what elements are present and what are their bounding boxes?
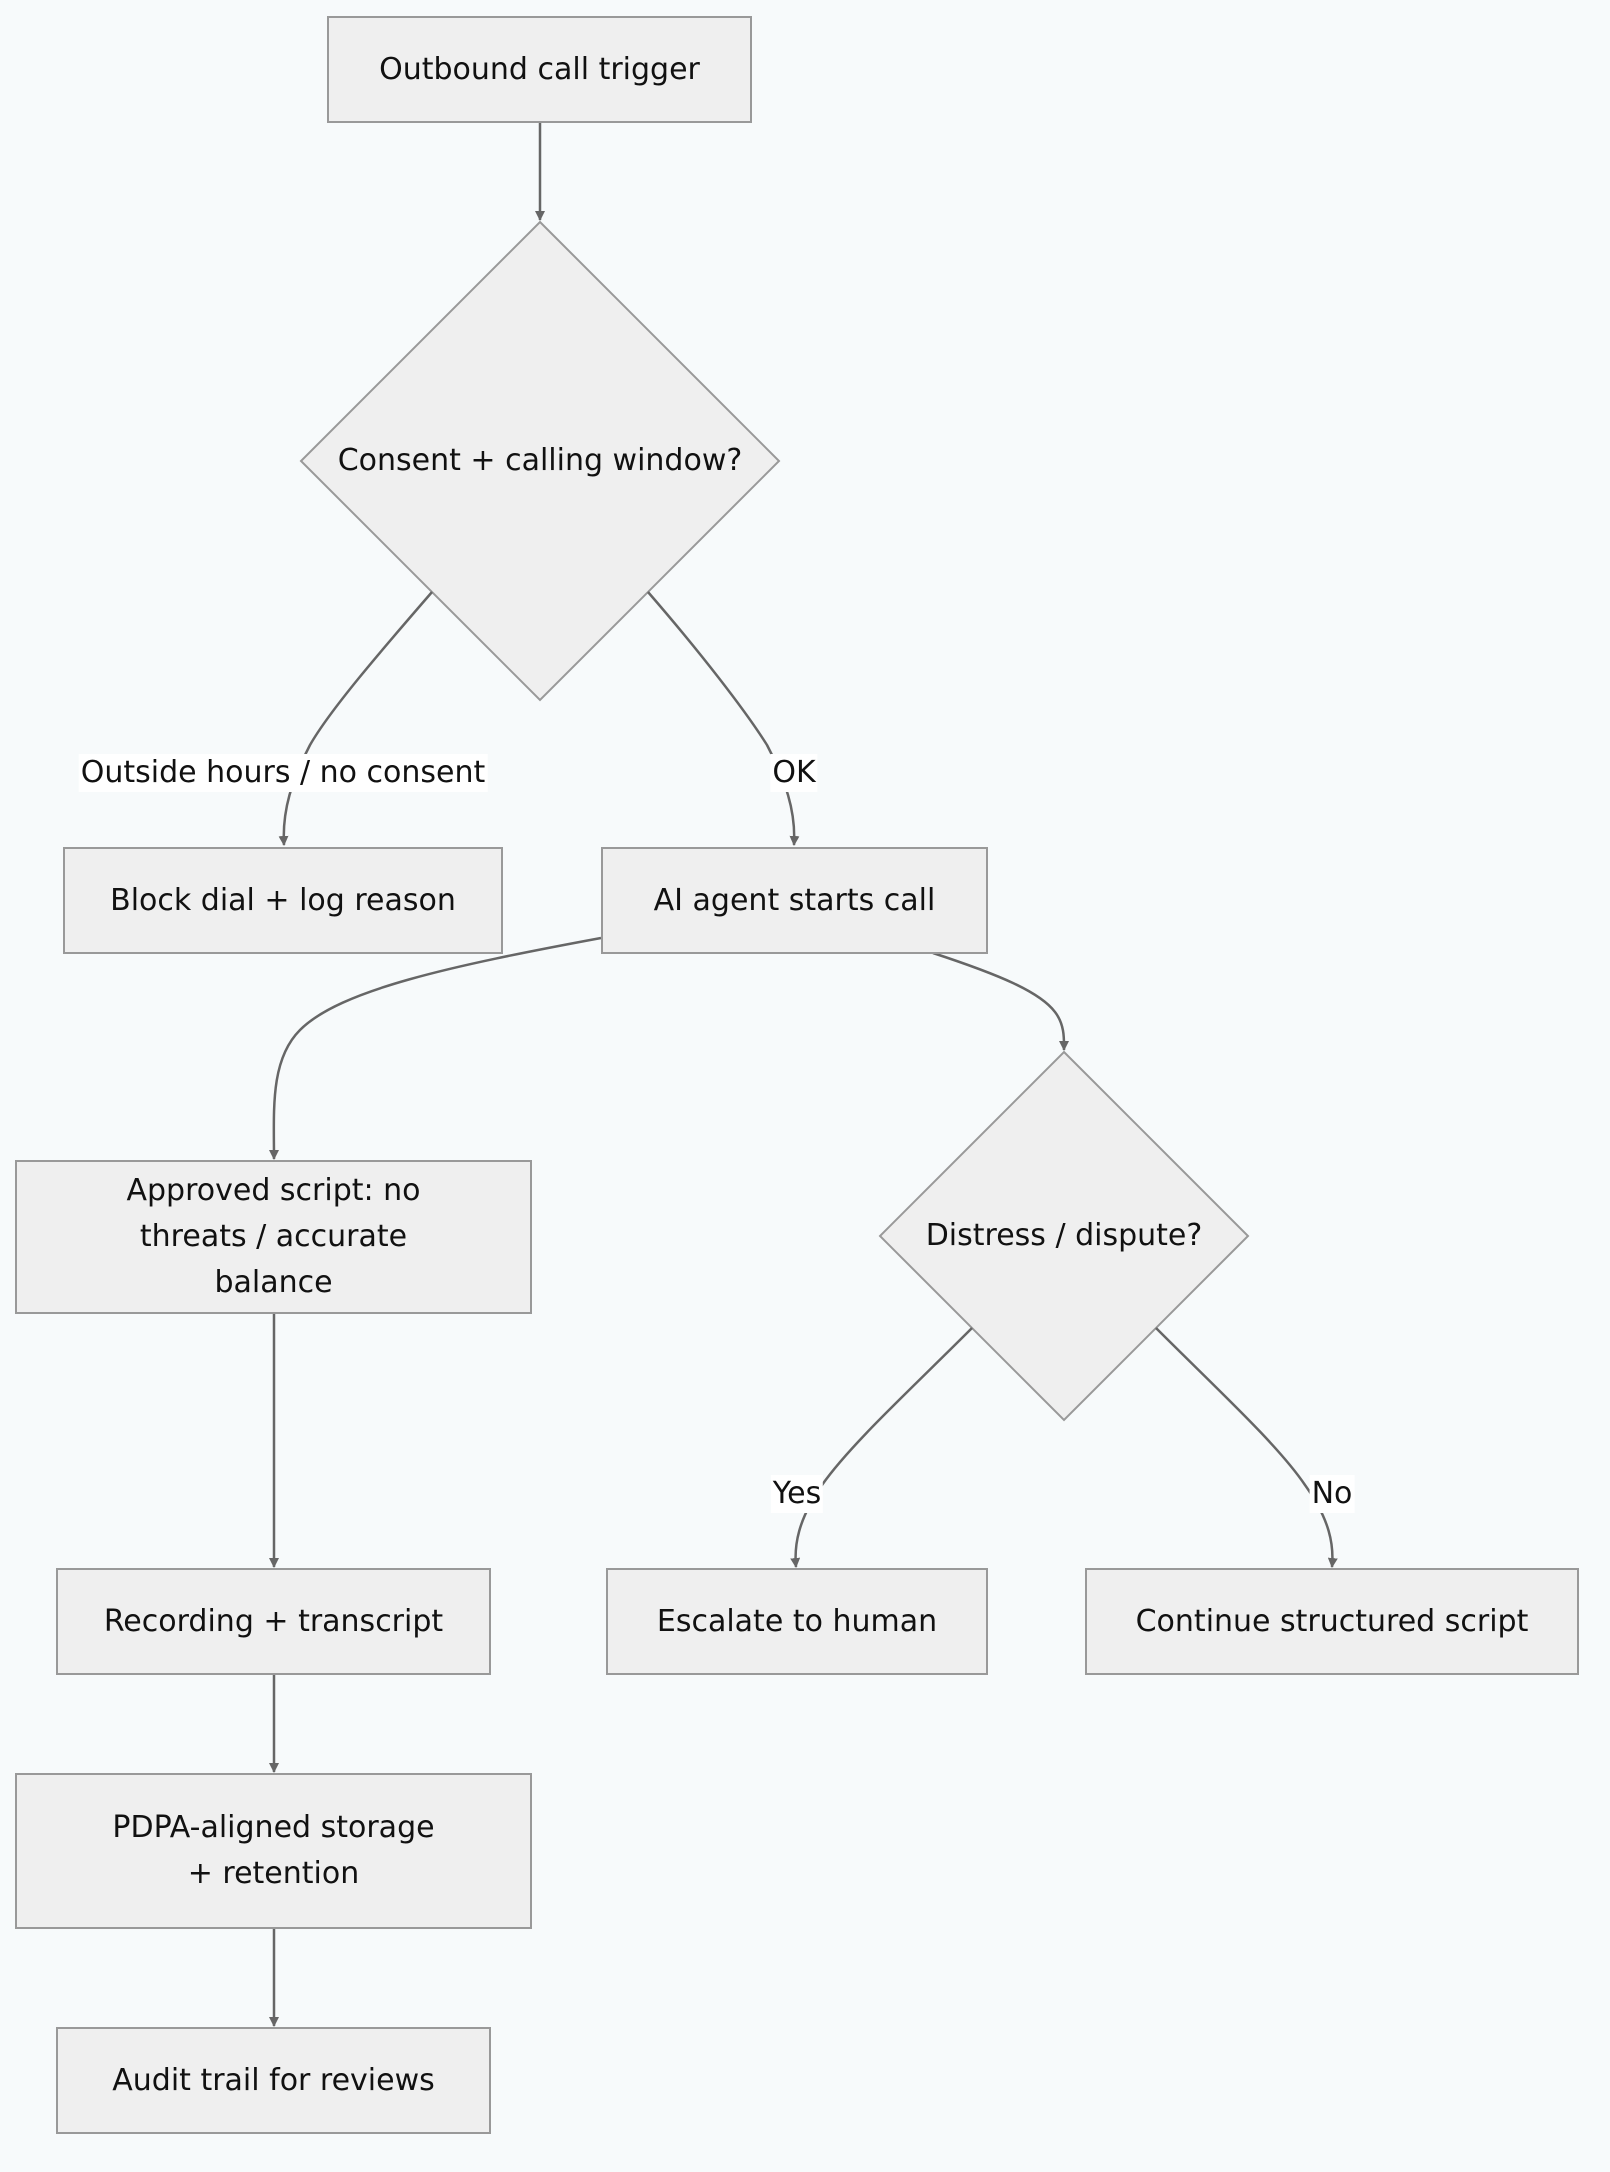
edge-distress-to-continue <box>1155 1327 1338 1568</box>
edge-label-yes: Yes <box>770 1475 824 1513</box>
edge-agent-to-distress <box>932 951 1070 1051</box>
node-consent-calling-window: Consent + calling window? <box>301 431 779 491</box>
node-continue-structured-script-label: Continue structured script <box>1135 1603 1529 1639</box>
node-continue-structured-script: Continue structured script <box>1085 1568 1579 1675</box>
node-pdpa-storage-label: PDPA-aligned storage + retention <box>112 1810 435 1891</box>
node-escalate-to-human-label: Escalate to human <box>656 1603 938 1639</box>
node-audit-trail-label: Audit trail for reviews <box>112 2062 435 2098</box>
edge-label-no: No <box>1309 1475 1355 1513</box>
edge-consent-to-agent <box>647 591 800 846</box>
node-outbound-call-trigger-label: Outbound call trigger <box>379 51 700 87</box>
edge-agent-to-script <box>268 936 602 1160</box>
node-block-dial: Block dial + log reason <box>63 847 503 954</box>
node-ai-agent-starts-call: AI agent starts call <box>601 847 988 954</box>
node-escalate-to-human: Escalate to human <box>606 1568 988 1675</box>
node-block-dial-label: Block dial + log reason <box>110 882 456 918</box>
edge-label-outside-hours: Outside hours / no consent <box>78 754 488 792</box>
node-consent-calling-window-label: Consent + calling window? <box>337 443 743 478</box>
node-pdpa-storage: PDPA-aligned storage + retention <box>15 1773 532 1929</box>
edge-distress-to-escalate <box>790 1327 973 1568</box>
node-outbound-call-trigger: Outbound call trigger <box>327 16 752 123</box>
node-audit-trail: Audit trail for reviews <box>56 2027 491 2134</box>
node-recording-transcript-label: Recording + transcript <box>103 1603 444 1639</box>
edge-label-ok: OK <box>770 754 818 792</box>
node-distress-dispute: Distress / dispute? <box>880 1206 1248 1266</box>
edge-consent-to-block <box>278 591 433 846</box>
node-distress-dispute-label: Distress / dispute? <box>925 1218 1203 1253</box>
node-recording-transcript: Recording + transcript <box>56 1568 491 1675</box>
node-approved-script-label: Approved script: no threats / accurate b… <box>126 1173 421 1300</box>
node-approved-script: Approved script: no threats / accurate b… <box>15 1160 532 1314</box>
consent-decision-shape <box>299 220 781 702</box>
node-ai-agent-starts-call-label: AI agent starts call <box>653 882 936 918</box>
